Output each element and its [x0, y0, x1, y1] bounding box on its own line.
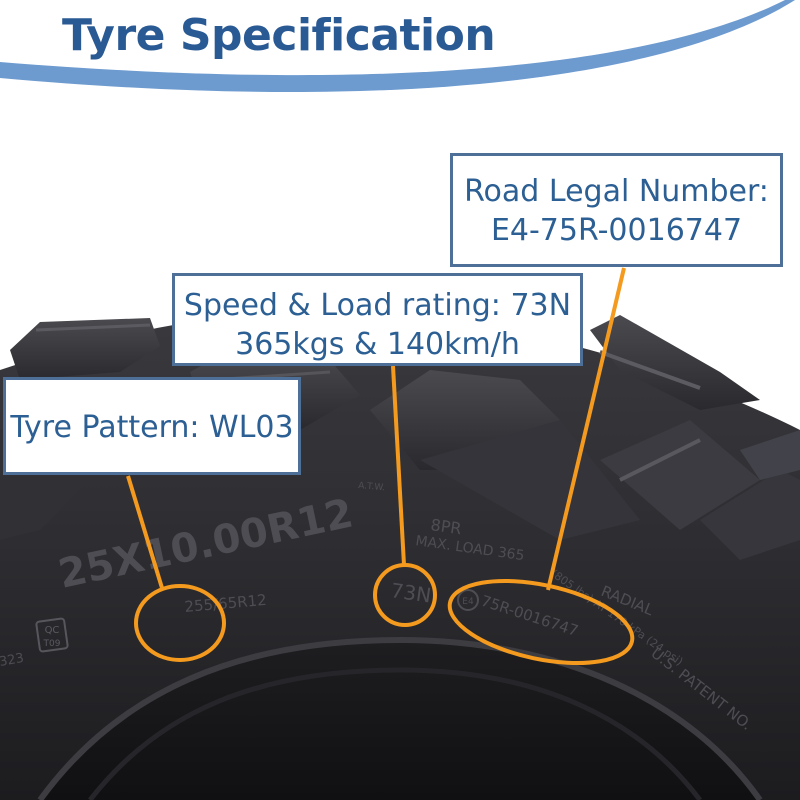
load-code-highlight-circle [373, 563, 437, 627]
ece-number-highlight-circle [447, 578, 635, 666]
qc-stamp-sub: T09 [43, 639, 61, 649]
road-legal-leader [546, 267, 626, 591]
sidewall-load-code: 73N [389, 578, 432, 607]
sidewall-small-mark: A.T.W. [358, 481, 386, 493]
sidewall-date-code: 323 [0, 651, 25, 670]
pattern-leader [126, 475, 164, 589]
qc-stamp: QC T09 [35, 617, 69, 653]
tread-lugs [0, 315, 800, 560]
tyre-pattern-callout: Tyre Pattern: WL03 [3, 377, 301, 475]
ece-mark: E4 [457, 589, 479, 611]
road-legal-label: Road Legal Number: [464, 174, 769, 209]
tyre-pattern-label: Tyre Pattern: WL03 [10, 410, 294, 445]
rim-opening [40, 640, 760, 800]
speed-load-callout: Speed & Load rating: 73N 365kgs & 140km/… [172, 273, 583, 366]
road-legal-callout: Road Legal Number: E4-75R-0016747 [450, 153, 783, 267]
qc-stamp-text: QC [45, 625, 60, 636]
ece-mark-text: E4 [462, 597, 474, 607]
speed-load-values: 365kgs & 140km/h [235, 327, 520, 362]
header-swoosh-inner [0, 0, 785, 76]
speed-load-label: Speed & Load rating: 73N [183, 288, 572, 323]
road-legal-number: E4-75R-0016747 [490, 213, 743, 248]
leader-lines [126, 267, 626, 591]
speed-leader [391, 365, 406, 566]
highlight-circles [134, 563, 635, 666]
page-title: Tyre Specification [62, 10, 496, 61]
sidewall-ply: 8PR [429, 515, 462, 538]
pattern-highlight-circle [134, 584, 226, 662]
